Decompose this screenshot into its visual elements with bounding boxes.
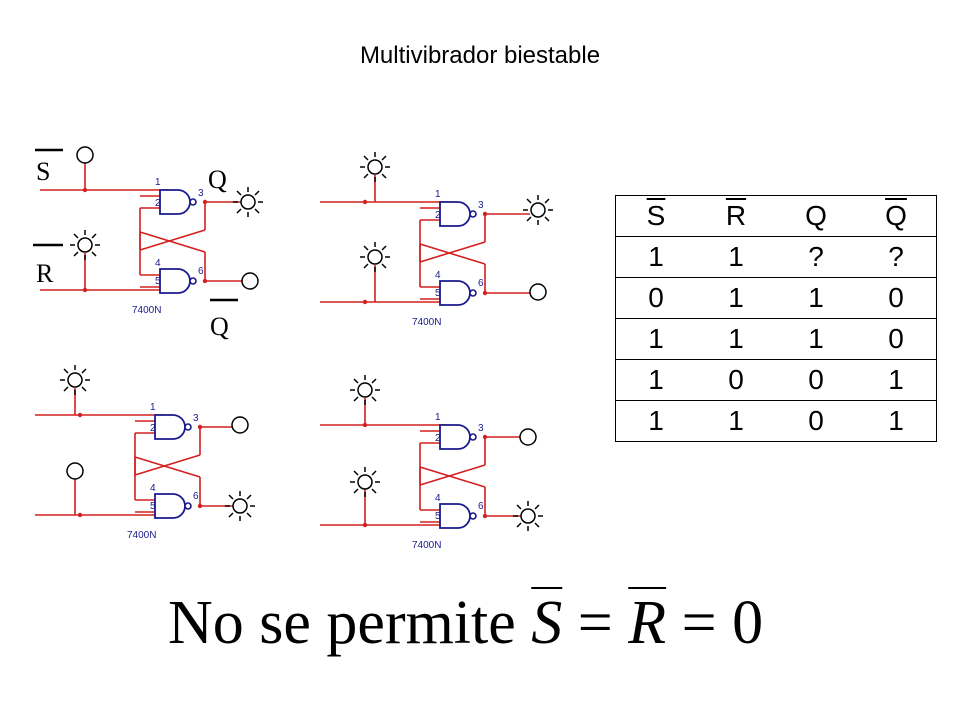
svg-text:5: 5 bbox=[435, 288, 441, 299]
latch-diagram-4: 1 2 3 4 5 6 7400N bbox=[319, 398, 531, 551]
svg-text:3: 3 bbox=[193, 413, 199, 424]
svg-text:1: 1 bbox=[435, 189, 441, 200]
qbar-output-lamp bbox=[241, 272, 259, 290]
latch-diagram-2: 1 2 3 4 5 6 7400N bbox=[319, 175, 531, 328]
svg-text:7400N: 7400N bbox=[127, 530, 156, 541]
table-row: 1 1 1 0 bbox=[615, 318, 937, 360]
table-row: 1 1 0 1 bbox=[615, 400, 937, 442]
s-input-switch bbox=[76, 146, 94, 164]
latch-4-s-lamp-lit bbox=[350, 375, 380, 405]
note-text: No se permite bbox=[168, 589, 516, 657]
svg-text:7400N: 7400N bbox=[132, 305, 161, 316]
svg-text:6: 6 bbox=[478, 278, 484, 289]
svg-text:2: 2 bbox=[150, 423, 156, 434]
latch-2-s-lamp-lit bbox=[360, 152, 390, 182]
svg-text:3: 3 bbox=[478, 423, 484, 434]
svg-text:2: 2 bbox=[435, 210, 441, 221]
latch-3-s-lamp-lit bbox=[60, 365, 90, 395]
header-s-bar: S bbox=[646, 200, 666, 231]
svg-text:6: 6 bbox=[478, 501, 484, 512]
latch-4-q-lamp bbox=[519, 428, 537, 446]
forbidden-state-note: No se permite S = R = 0 bbox=[168, 588, 763, 668]
latch-2-r-lamp-lit bbox=[360, 242, 390, 272]
svg-text:1: 1 bbox=[435, 412, 441, 423]
q-output-lamp-lit bbox=[233, 187, 263, 217]
svg-text:2: 2 bbox=[435, 433, 441, 444]
q-label: Q bbox=[208, 165, 227, 194]
svg-text:4: 4 bbox=[155, 258, 161, 269]
svg-text:5: 5 bbox=[150, 501, 156, 512]
latch-diagram-3: 1 2 3 4 5 6 7400N bbox=[34, 388, 246, 541]
latch-2-qbar-lamp bbox=[529, 283, 547, 301]
latch-4-r-lamp-lit bbox=[350, 467, 380, 497]
latch-3-qbar-lamp-lit bbox=[225, 491, 255, 521]
svg-text:3: 3 bbox=[478, 200, 484, 211]
note-zero: 0 bbox=[732, 589, 764, 657]
note-s-bar: S bbox=[531, 589, 563, 657]
svg-text:6: 6 bbox=[193, 491, 199, 502]
svg-text:1: 1 bbox=[155, 177, 161, 188]
svg-text:3: 3 bbox=[198, 188, 204, 199]
svg-text:5: 5 bbox=[435, 511, 441, 522]
latch-4-qbar-lamp-lit bbox=[513, 501, 543, 531]
svg-text:7400N: 7400N bbox=[412, 540, 441, 551]
note-r-bar: R bbox=[628, 589, 667, 657]
r-label: R bbox=[36, 259, 54, 288]
svg-text:7400N: 7400N bbox=[412, 317, 441, 328]
latch-3-q-lamp bbox=[231, 416, 249, 434]
table-header-row: S R Q Q bbox=[615, 195, 937, 237]
svg-text:6: 6 bbox=[198, 266, 204, 277]
latch-diagram-1: 1 2 3 4 5 6 7400N bbox=[39, 163, 251, 316]
table-row: 1 0 0 1 bbox=[615, 359, 937, 401]
svg-text:1: 1 bbox=[150, 402, 156, 413]
header-q-bar: Q bbox=[885, 200, 907, 231]
latch-2-q-lamp-lit bbox=[523, 195, 553, 225]
truth-table: S R Q Q 1 1 ? ? 0 1 1 0 1 1 1 0 1 0 0 1 … bbox=[615, 195, 937, 442]
s-label: S bbox=[36, 157, 50, 186]
header-r-bar: R bbox=[725, 200, 747, 231]
svg-text:5: 5 bbox=[155, 276, 161, 287]
note-equals-2: = bbox=[681, 589, 717, 657]
latch-3-r-switch bbox=[66, 462, 84, 480]
header-q: Q bbox=[805, 200, 827, 231]
qbar-label: Q bbox=[210, 312, 229, 341]
table-row: 0 1 1 0 bbox=[615, 277, 937, 319]
svg-text:4: 4 bbox=[150, 483, 156, 494]
r-input-lamp-lit bbox=[70, 230, 100, 260]
table-row: 1 1 ? ? bbox=[615, 236, 937, 278]
svg-text:2: 2 bbox=[155, 198, 161, 209]
svg-text:4: 4 bbox=[435, 493, 441, 504]
note-equals-1: = bbox=[577, 589, 613, 657]
page-title: Multivibrador biestable bbox=[359, 42, 601, 69]
svg-text:4: 4 bbox=[435, 270, 441, 281]
